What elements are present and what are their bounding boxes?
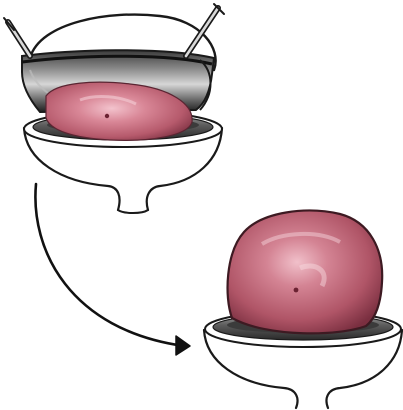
tissue-spot [105,114,109,118]
instrument-left-icon [4,18,30,56]
tissue-spot-after [294,288,299,293]
panel-after [204,211,402,408]
arrow-icon [35,184,190,355]
instrument-right-icon [186,4,224,56]
tissue-after [228,211,383,334]
panel-before [4,4,224,213]
